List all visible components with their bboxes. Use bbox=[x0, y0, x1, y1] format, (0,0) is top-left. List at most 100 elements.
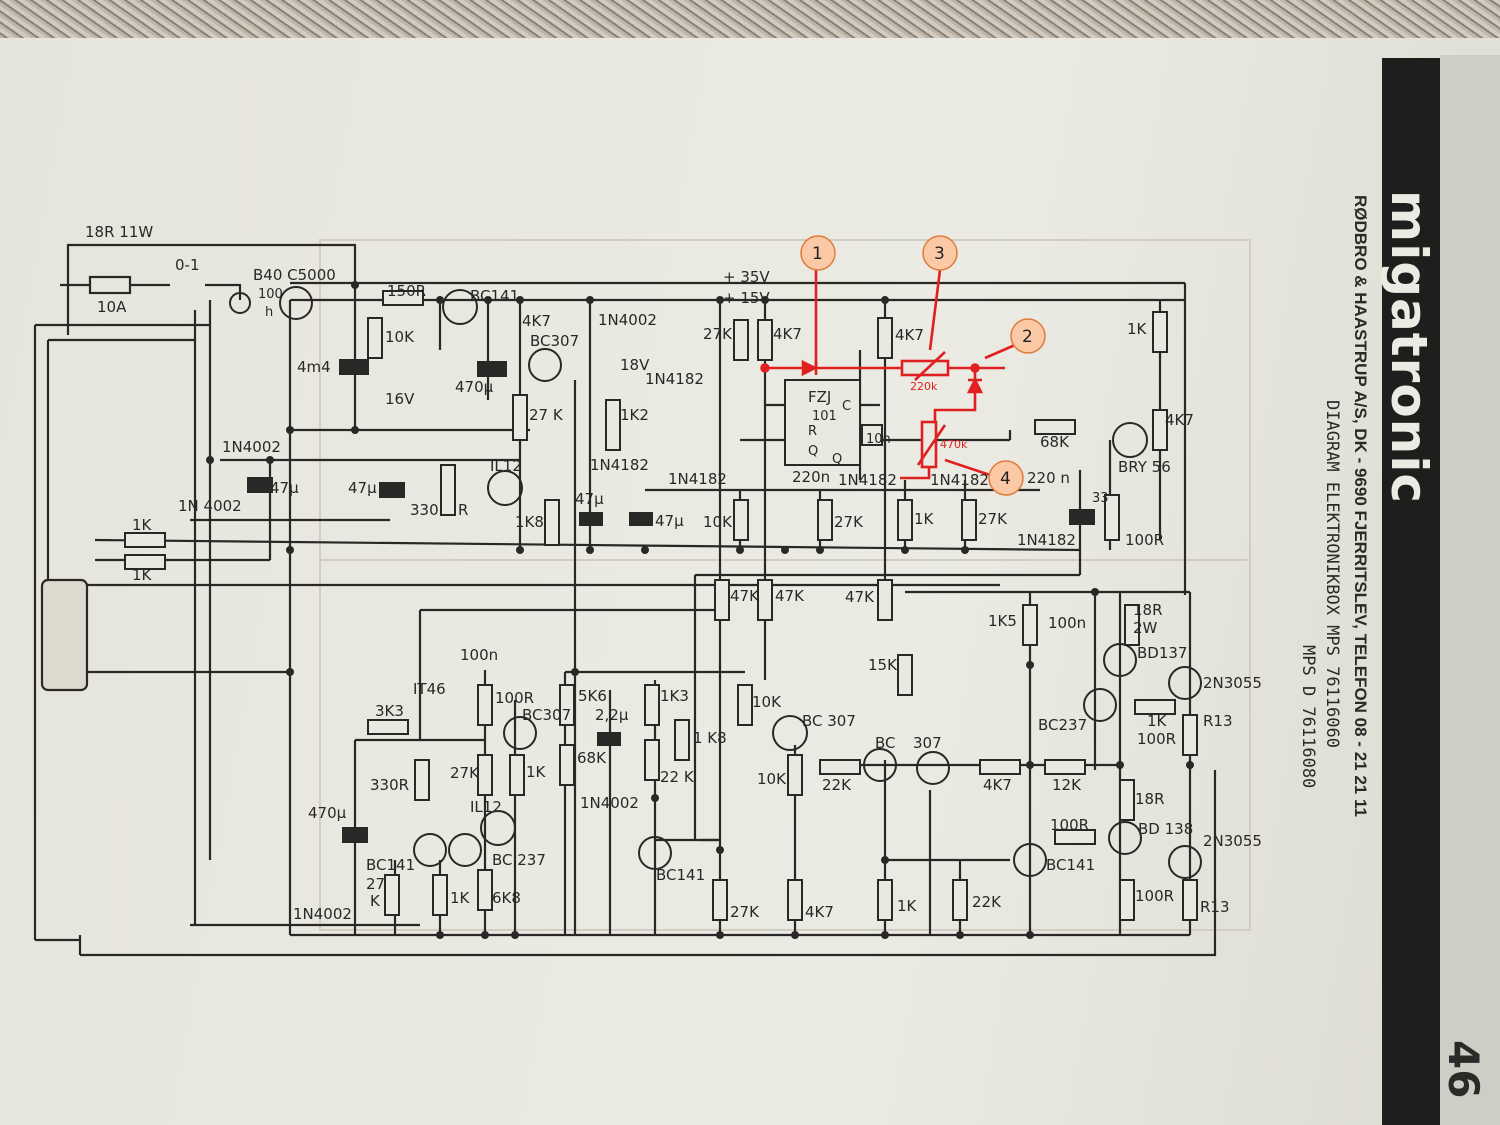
print-through-outline bbox=[319, 239, 1251, 931]
label-18r-2w: 18R bbox=[1133, 601, 1163, 619]
label-35v: + 35V bbox=[723, 268, 770, 286]
component-labels: 18R 11W 0-1 10A B40 C5000 100 h 150R BC1… bbox=[85, 223, 1262, 923]
label-10k-b: 10K bbox=[703, 513, 733, 531]
label-r13-a: R13 bbox=[1203, 712, 1233, 730]
label-470u-b: 470µ bbox=[308, 804, 347, 822]
label-1k8-b: 1 K8 bbox=[693, 729, 727, 747]
pot-470k-label: 470k bbox=[940, 438, 968, 451]
label-10k-d: 10K bbox=[757, 770, 787, 788]
label-fzj-num: 101 bbox=[812, 409, 837, 424]
label-bc307-c: BC 307 bbox=[802, 712, 856, 730]
label-18r-b: 18R bbox=[1135, 790, 1165, 808]
label-1k-e: 1K bbox=[526, 763, 547, 781]
label-15v: + 15V bbox=[723, 289, 770, 307]
schematic-wiring bbox=[33, 243, 1217, 957]
label-10k-top: 10K bbox=[385, 328, 415, 346]
label-18v: 18V bbox=[620, 356, 650, 374]
schematic-transistors bbox=[229, 286, 1202, 879]
label-bc237-right: BC237 bbox=[1038, 716, 1087, 734]
label-bry56: BRY 56 bbox=[1118, 458, 1171, 476]
label-lamp-unit: h bbox=[265, 305, 273, 320]
label-1k-a: 1K bbox=[132, 516, 153, 534]
label-22k-b: 22K bbox=[822, 776, 852, 794]
label-47k-a: 47K bbox=[730, 587, 760, 605]
label-33: 33 bbox=[1092, 491, 1109, 506]
label-bc-a: BC bbox=[875, 734, 896, 752]
callout-3-number: 3 bbox=[934, 244, 945, 264]
label-fuse-10a: 10A bbox=[97, 298, 127, 316]
label-bc307-a: BC307 bbox=[530, 332, 579, 350]
label-16v: 16V bbox=[385, 390, 415, 408]
label-1k8: 1K8 bbox=[515, 513, 544, 531]
label-330-unit: R bbox=[458, 501, 468, 519]
label-6k8: 6K8 bbox=[492, 889, 521, 907]
schematic-components bbox=[124, 290, 1198, 921]
label-1k-f: 1K bbox=[450, 889, 471, 907]
label-2u2: 2,2µ bbox=[595, 706, 629, 724]
callout-4: 4 bbox=[988, 460, 1024, 496]
label-1n4002-a: 1N4002 bbox=[222, 438, 281, 456]
label-100n-b: 100n bbox=[460, 646, 498, 664]
callout-2-number: 2 bbox=[1022, 327, 1033, 347]
label-47k-b: 47K bbox=[775, 587, 805, 605]
label-4k7-c: 4K7 bbox=[895, 326, 924, 344]
label-22k-a: 22 K bbox=[660, 768, 695, 786]
label-1n4182-e: 1N4182 bbox=[930, 471, 989, 489]
label-27k-e: 27K bbox=[450, 764, 480, 782]
label-27k-c: 27K bbox=[978, 510, 1008, 528]
label-bd138: BD 138 bbox=[1138, 820, 1193, 838]
label-5k6: 5K6 bbox=[578, 687, 607, 705]
label-47u-b: 47µ bbox=[348, 479, 377, 497]
label-1k2: 1K2 bbox=[620, 406, 649, 424]
label-fzj: FZJ bbox=[808, 388, 831, 406]
label-27k-d: 27K bbox=[834, 513, 864, 531]
label-bc141-c: BC141 bbox=[366, 856, 415, 874]
label-c-pin: C bbox=[842, 399, 851, 414]
label-bd137: BD137 bbox=[1137, 644, 1187, 662]
label-1k-c: 1K bbox=[914, 510, 935, 528]
label-1n4002-c: 1N4002 bbox=[580, 794, 639, 812]
label-27k-g: 27K bbox=[730, 903, 760, 921]
label-1k-b: 1K bbox=[132, 566, 153, 584]
label-q2-pin: Q bbox=[832, 452, 842, 467]
label-1n4182-a: 1N4182 bbox=[645, 370, 704, 388]
label-47u-a: 47µ bbox=[270, 479, 299, 497]
label-330-top: 330 bbox=[410, 501, 439, 519]
schematic-junctions bbox=[206, 281, 1194, 939]
label-1n4182-c: 1N4182 bbox=[668, 470, 727, 488]
brand-band bbox=[1382, 58, 1440, 1125]
label-2n3055-a: 2N3055 bbox=[1203, 674, 1262, 692]
label-r13-b: R13 bbox=[1200, 898, 1230, 916]
label-47k-c: 47K bbox=[845, 588, 875, 606]
label-4k7-e: 4K7 bbox=[805, 903, 834, 921]
label-330r: 330R bbox=[370, 776, 409, 794]
label-bc307-b: BC307 bbox=[522, 706, 571, 724]
label-1k-d: 1K bbox=[1147, 712, 1168, 730]
label-1n4182-f: 1N4182 bbox=[1017, 531, 1076, 549]
label-il12-b: IL12 bbox=[470, 798, 502, 816]
label-150r: 150R bbox=[387, 282, 426, 300]
label-bc237-b: BC 237 bbox=[492, 851, 546, 869]
label-4k7-d: 4K7 bbox=[983, 776, 1012, 794]
label-27-f: 27 bbox=[366, 875, 385, 893]
label-bc141-top: BC141 bbox=[470, 287, 519, 305]
label-27k-a: 27 K bbox=[529, 406, 564, 424]
label-switch-01: 0-1 bbox=[175, 256, 200, 274]
label-2n3055-b: 2N3055 bbox=[1203, 832, 1262, 850]
label-27k-b: 27K bbox=[703, 325, 733, 343]
label-27-f2: K bbox=[370, 892, 381, 910]
label-18r-2w-b: 2W bbox=[1133, 619, 1158, 637]
label-1n4182-b: 1N4182 bbox=[590, 456, 649, 474]
label-100r-e: 100R bbox=[1135, 887, 1174, 905]
label-18r-11w: 18R 11W bbox=[85, 223, 153, 241]
label-q-pin: Q bbox=[808, 444, 818, 459]
callout-3: 3 bbox=[922, 235, 958, 271]
label-220n-a: 220n bbox=[792, 468, 830, 486]
label-1k-right: 1K bbox=[1127, 320, 1148, 338]
label-1n4182-d: 1N4182 bbox=[838, 471, 897, 489]
label-470u-top: 470µ bbox=[455, 378, 494, 396]
label-100r-a: 100R bbox=[1125, 531, 1164, 549]
label-68k-b: 68K bbox=[577, 749, 607, 767]
label-47u-d: 47µ bbox=[655, 512, 684, 530]
